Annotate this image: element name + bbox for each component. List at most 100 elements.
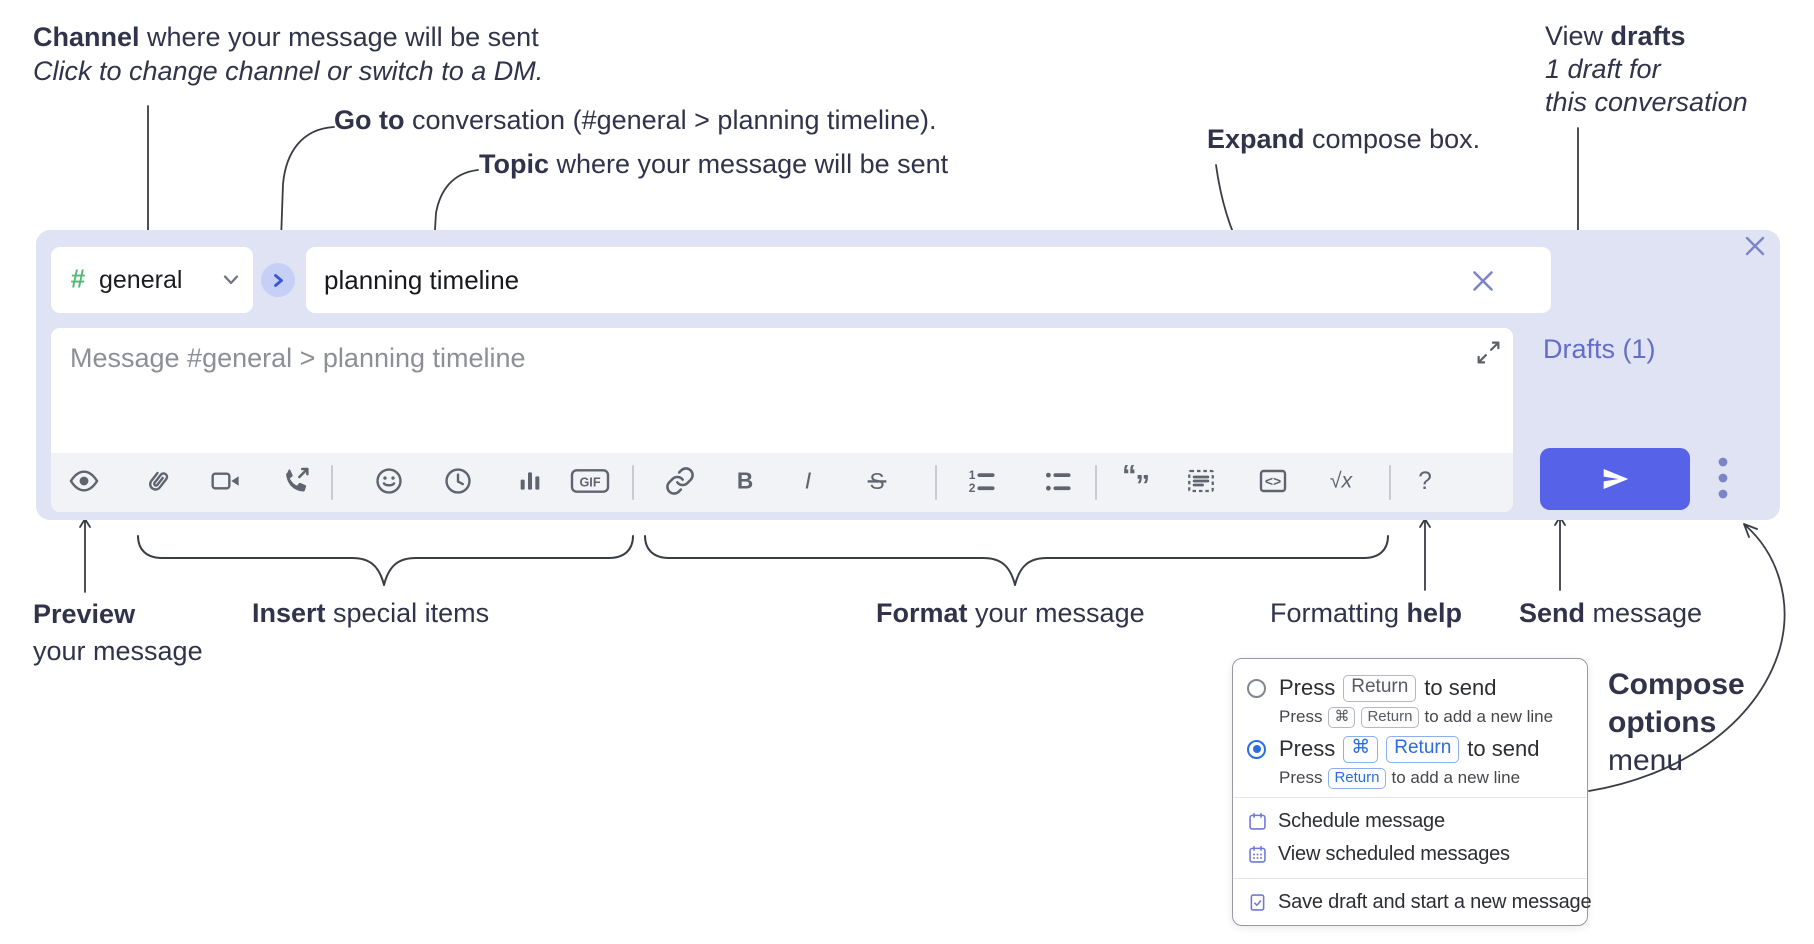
drafts-link[interactable]: Drafts (1): [1543, 334, 1656, 364]
svg-text:I: I: [805, 468, 812, 494]
annotation-goto-bold: Go to: [334, 105, 405, 135]
math-icon[interactable]: √x: [1325, 465, 1357, 497]
annotation-topic: Topic where your message will be sent: [479, 147, 948, 181]
menu-item-label: Save draft and start a new message: [1278, 890, 1592, 913]
svg-text:GIF: GIF: [579, 476, 600, 490]
annotation-channel-rest: where your message will be sent: [139, 22, 539, 52]
annotation-view-drafts: View drafts 1 draft for this conversatio…: [1545, 20, 1748, 119]
toolbar-divider: [935, 465, 937, 500]
compose-options-dots-button[interactable]: [1716, 456, 1730, 500]
emoji-icon[interactable]: [373, 465, 405, 497]
svg-text:“: “: [1122, 465, 1137, 492]
annotation-view-drafts-line2: 1 draft for: [1545, 54, 1661, 84]
radio-selected[interactable]: [1247, 739, 1266, 759]
svg-text:”: ”: [1135, 470, 1150, 497]
annotation-preview-line2: your message: [33, 636, 203, 666]
goto-arrow: [275, 126, 335, 242]
annotation-format-rest: your message: [967, 598, 1145, 628]
message-input[interactable]: [51, 328, 1513, 453]
menu-item-save-draft[interactable]: Save draft and start a new message: [1247, 886, 1592, 919]
channel-arrow: [142, 105, 154, 250]
global-time-icon[interactable]: [442, 465, 474, 497]
annotation-format: Format your message: [876, 596, 1145, 630]
format-brace: [644, 535, 1389, 586]
annotation-preview-bold: Preview: [33, 599, 136, 629]
menu-divider: [1233, 877, 1587, 879]
svg-text:<>: <>: [1265, 473, 1281, 489]
opt1-press: Press: [1279, 675, 1336, 701]
go-to-conversation-button[interactable]: [261, 263, 295, 297]
svg-text:√x: √x: [1330, 469, 1354, 493]
annotation-send: Send message: [1519, 596, 1702, 630]
annotation-view-drafts-pre: View: [1545, 21, 1611, 51]
quote-icon[interactable]: “”: [1120, 465, 1152, 497]
annotation-channel-bold: Channel: [33, 22, 140, 52]
annotation-compose-options-line3: menu: [1608, 744, 1684, 777]
bold-icon[interactable]: B: [729, 465, 761, 497]
bulleted-list-icon[interactable]: [1042, 465, 1074, 497]
compose-box: # general: [36, 230, 1780, 520]
attach-file-icon[interactable]: [142, 465, 174, 497]
annotation-channel: Channel where your message will be sent …: [33, 20, 543, 88]
topic-input[interactable]: [306, 247, 1551, 313]
annotation-view-drafts-line3: this conversation: [1545, 87, 1748, 117]
key-return: Return: [1361, 706, 1419, 728]
spoiler-icon[interactable]: [1185, 465, 1217, 497]
svg-text:#: #: [71, 267, 86, 293]
toolbar-divider: [1095, 465, 1097, 500]
send-arrow: [1554, 516, 1566, 591]
annotation-goto: Go to conversation (#general > planning …: [334, 103, 937, 137]
opt2-tail: to send: [1467, 736, 1540, 762]
svg-text:?: ?: [1418, 468, 1432, 495]
opt1-sub-tail: to add a new line: [1424, 707, 1554, 727]
help-icon[interactable]: ?: [1409, 465, 1441, 497]
annotation-insert-bold: Insert: [252, 598, 326, 628]
svg-text:B: B: [737, 468, 753, 494]
annotation-compose-options: Compose options menu: [1608, 666, 1745, 780]
annotation-expand: Expand compose box.: [1207, 122, 1480, 156]
annotation-insert: Insert special items: [252, 596, 489, 630]
close-compose-icon[interactable]: [1742, 233, 1768, 259]
menu-item-label: View scheduled messages: [1278, 842, 1510, 865]
annotation-preview: Preview your message: [33, 596, 203, 670]
poll-icon[interactable]: [514, 465, 546, 497]
clear-topic-icon[interactable]: [1470, 268, 1496, 294]
key-return: Return: [1328, 767, 1386, 789]
audio-call-icon[interactable]: [280, 465, 312, 497]
channel-name: general: [99, 265, 183, 294]
message-compose-area: GIF B I S 12 “” <> √x ?: [51, 328, 1513, 512]
chevron-right-icon: [273, 273, 283, 287]
opt2-press: Press: [1279, 736, 1336, 762]
menu-item-view-scheduled[interactable]: View scheduled messages: [1247, 838, 1573, 871]
annotation-view-drafts-bold: drafts: [1610, 21, 1686, 51]
annotation-topic-rest: where your message will be sent: [549, 149, 949, 179]
video-call-icon[interactable]: [210, 465, 242, 497]
expand-compose-icon[interactable]: [1475, 339, 1502, 366]
calendar-grid-icon: [1249, 845, 1266, 863]
strikethrough-icon[interactable]: S: [861, 465, 893, 497]
radio-unselected[interactable]: [1247, 678, 1266, 698]
link-icon[interactable]: [664, 465, 696, 497]
annotation-topic-bold: Topic: [479, 149, 549, 179]
annotation-compose-options-line1: Compose: [1608, 668, 1745, 701]
menu-item-schedule-message[interactable]: Schedule message: [1247, 805, 1573, 838]
annotation-format-bold: Format: [876, 598, 968, 628]
annotation-formatting-help: Formatting help: [1270, 596, 1462, 630]
opt2-sub-press: Press: [1279, 768, 1323, 788]
annotation-expand-rest: compose box.: [1304, 124, 1481, 154]
code-icon[interactable]: <>: [1257, 465, 1289, 497]
opt2-sub-tail: to add a new line: [1391, 768, 1521, 788]
calendar-icon: [1249, 812, 1266, 830]
preview-eye-icon[interactable]: [68, 465, 100, 497]
channel-selector[interactable]: # general: [51, 247, 253, 313]
gif-icon[interactable]: GIF: [570, 465, 610, 497]
send-button[interactable]: [1540, 448, 1690, 510]
italic-icon[interactable]: I: [792, 465, 824, 497]
key-cmd: ⌘: [1328, 706, 1356, 728]
